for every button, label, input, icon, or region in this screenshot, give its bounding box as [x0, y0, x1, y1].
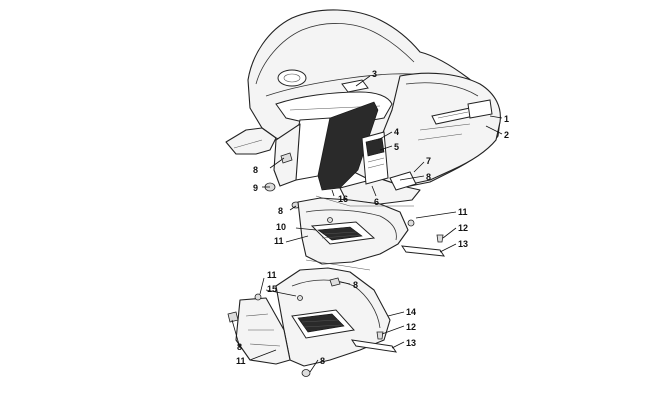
callout-1: 1 — [504, 114, 509, 124]
callout-13-a: 13 — [458, 239, 468, 249]
callout-11-d: 11 — [236, 356, 246, 366]
callout-5: 5 — [394, 142, 399, 152]
callout-8-d: 8 — [353, 280, 358, 290]
callout-8-e: 8 — [237, 342, 242, 352]
callout-15: 15 — [267, 284, 277, 294]
callout-8-a: 8 — [253, 165, 258, 175]
callout-11-b: 11 — [458, 207, 468, 217]
callout-13-b: 13 — [406, 338, 416, 348]
heel-plate-13-top — [400, 245, 446, 257]
bolt-8-left-lower — [227, 311, 239, 323]
callout-labels: 1 2 3 4 5 6 7 8 8 8 8 8 8 9 10 11 11 11 … — [236, 69, 509, 366]
right-footwell — [297, 197, 409, 265]
callout-16: 16 — [338, 194, 348, 204]
callout-14: 14 — [406, 307, 416, 317]
bolt-8-upper — [280, 152, 293, 164]
callout-11-a: 11 — [274, 236, 284, 246]
bolt-8-lower-mid — [329, 277, 341, 287]
cutting-lines — [305, 195, 414, 271]
bolt-12-top — [436, 234, 444, 243]
bolt-11-lower — [254, 293, 262, 301]
callout-11-c: 11 — [267, 270, 277, 280]
leader-lines — [231, 75, 503, 373]
bolt-12-bottom — [376, 331, 384, 340]
callout-10: 10 — [276, 222, 286, 232]
left-footwell — [235, 267, 391, 367]
bolt-11-mid — [407, 219, 415, 227]
callout-9: 9 — [253, 183, 258, 193]
callout-8-b: 8 — [426, 172, 431, 182]
callout-3: 3 — [372, 69, 377, 79]
callout-12-a: 12 — [458, 223, 468, 233]
callout-7: 7 — [426, 156, 431, 166]
callout-6: 6 — [374, 197, 379, 207]
callout-8-c: 8 — [278, 206, 283, 216]
callout-8-f: 8 — [320, 356, 325, 366]
callout-4: 4 — [394, 127, 399, 137]
callout-2: 2 — [504, 130, 509, 140]
rear-fender-body — [225, 9, 501, 205]
heel-plate-13-bottom — [350, 339, 398, 353]
callout-12-b: 12 — [406, 322, 416, 332]
bolt-8-bottom — [301, 369, 311, 377]
